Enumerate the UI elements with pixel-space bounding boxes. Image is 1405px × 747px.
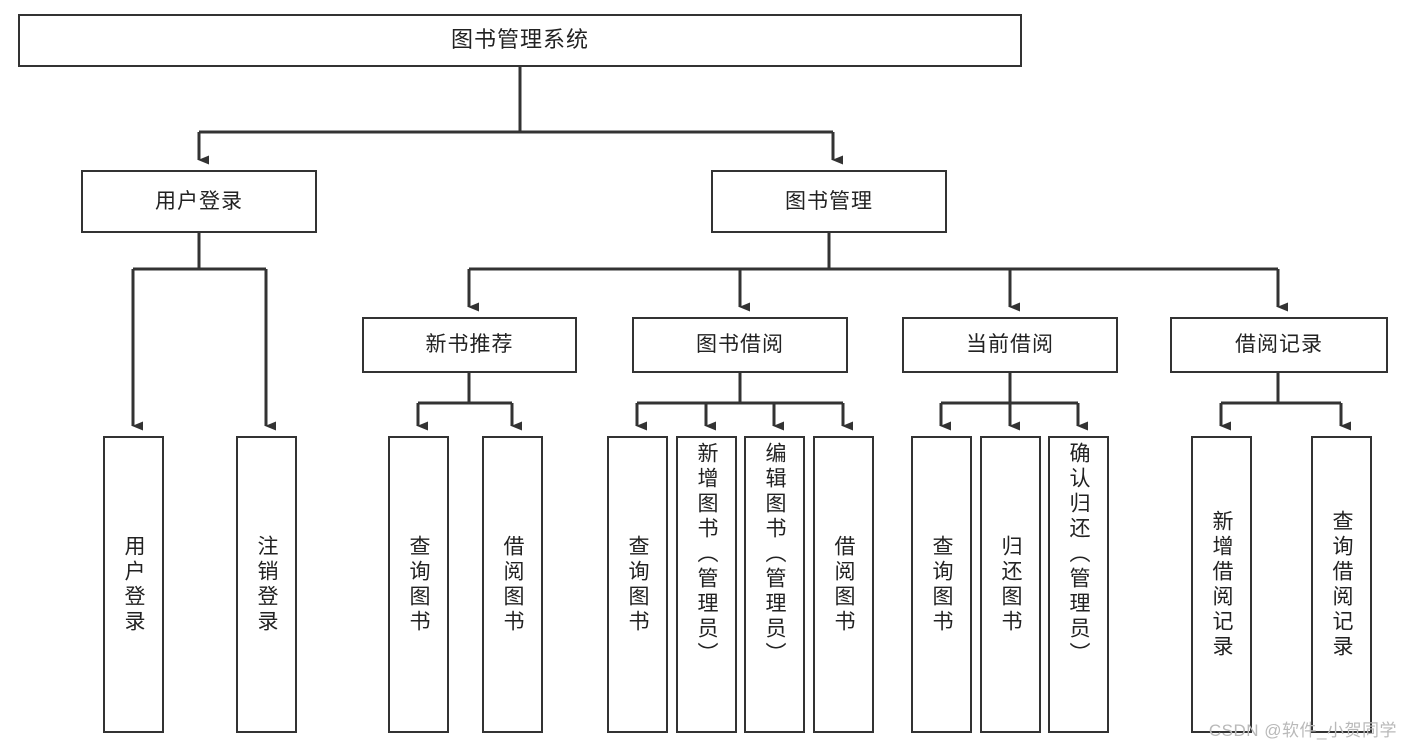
- leaf-user-login-label: 用户登录: [122, 534, 145, 635]
- leaf-logout-login[interactable]: 注销登录: [236, 436, 297, 733]
- leaf-query-book-2[interactable]: 查询图书: [607, 436, 668, 733]
- leaf-logout-login-label: 注销登录: [255, 534, 278, 635]
- node-book-borrow[interactable]: 图书借阅: [632, 317, 848, 373]
- leaf-query-book-2-label: 查询图书: [626, 534, 649, 635]
- leaf-edit-book-admin-label: 编辑图书（管理员）: [763, 442, 786, 667]
- leaf-borrow-book-2-label: 借阅图书: [832, 534, 855, 635]
- node-new-book-recommend-label: 新书推荐: [425, 333, 514, 357]
- leaf-query-borrow-record-label: 查询借阅记录: [1330, 509, 1353, 660]
- leaf-query-borrow-record[interactable]: 查询借阅记录: [1311, 436, 1372, 733]
- node-book-management[interactable]: 图书管理: [711, 170, 947, 233]
- node-borrow-record-label: 借阅记录: [1235, 333, 1323, 357]
- node-current-borrow[interactable]: 当前借阅: [902, 317, 1118, 373]
- leaf-user-login[interactable]: 用户登录: [103, 436, 164, 733]
- leaf-confirm-return-admin-label: 确认归还（管理员）: [1067, 442, 1090, 667]
- leaf-add-book-admin[interactable]: 新增图书（管理员）: [676, 436, 737, 733]
- node-book-management-label: 图书管理: [785, 189, 873, 213]
- leaf-edit-book-admin[interactable]: 编辑图书（管理员）: [744, 436, 805, 733]
- leaf-query-book-3-label: 查询图书: [930, 534, 953, 635]
- node-current-borrow-label: 当前借阅: [966, 333, 1054, 357]
- leaf-confirm-return-admin[interactable]: 确认归还（管理员）: [1048, 436, 1109, 733]
- leaf-add-borrow-record[interactable]: 新增借阅记录: [1191, 436, 1252, 733]
- leaf-borrow-book-1[interactable]: 借阅图书: [482, 436, 543, 733]
- csdn-watermark: CSDN @软件_小贺同学: [1208, 721, 1397, 740]
- leaf-return-book[interactable]: 归还图书: [980, 436, 1041, 733]
- leaf-query-book-1-label: 查询图书: [407, 534, 430, 635]
- leaf-query-book-1[interactable]: 查询图书: [388, 436, 449, 733]
- node-root-label: 图书管理系统: [450, 27, 589, 53]
- node-root[interactable]: 图书管理系统: [18, 14, 1022, 67]
- leaf-return-book-label: 归还图书: [999, 534, 1022, 635]
- node-user-login[interactable]: 用户登录: [81, 170, 317, 233]
- node-book-borrow-label: 图书借阅: [696, 333, 784, 357]
- node-borrow-record[interactable]: 借阅记录: [1170, 317, 1388, 373]
- leaf-add-borrow-record-label: 新增借阅记录: [1210, 509, 1233, 660]
- node-new-book-recommend[interactable]: 新书推荐: [362, 317, 577, 373]
- node-user-login-label: 用户登录: [155, 189, 243, 213]
- leaf-query-book-3[interactable]: 查询图书: [911, 436, 972, 733]
- leaf-add-book-admin-label: 新增图书（管理员）: [695, 442, 718, 667]
- leaf-borrow-book-1-label: 借阅图书: [501, 534, 524, 635]
- leaf-borrow-book-2[interactable]: 借阅图书: [813, 436, 874, 733]
